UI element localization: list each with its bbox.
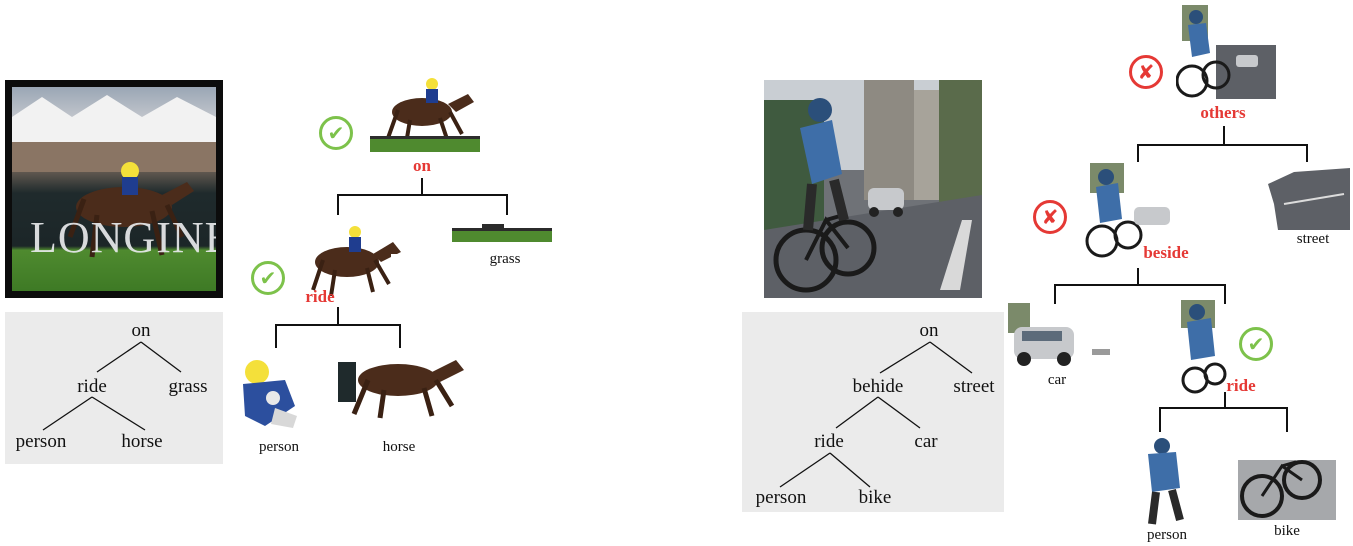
right-hier-car-label: car — [1047, 372, 1067, 388]
right-tree-root: on — [919, 320, 939, 341]
left-tree-root: on — [131, 320, 151, 341]
left-hier-root-relation: on — [413, 156, 431, 175]
crop-bike — [1238, 440, 1336, 520]
left-tree-panel — [5, 312, 223, 464]
left-tree-mid: ride — [77, 376, 107, 397]
right-tree-leaf-person: person — [755, 487, 807, 508]
left-hier-grass-label: grass — [489, 251, 521, 267]
cyclist-street-photo — [764, 80, 982, 298]
horse-race-photo: LONGINES — [5, 80, 223, 298]
left-tree-leaf-person: person — [15, 431, 67, 452]
right-hier-top-relation: others — [1200, 103, 1246, 122]
right-tree-leaf-bike: bike — [858, 487, 892, 508]
right-hier-street-label: street — [1296, 231, 1330, 247]
crop-cyclist-street-others — [1175, 5, 1276, 99]
left-tree-leaf-horse: horse — [121, 431, 163, 452]
crop-horse — [332, 346, 468, 420]
right-tree-right: street — [953, 376, 995, 397]
crop-person-riding-bike — [1181, 300, 1227, 396]
right-top-cross-icon: ✘ — [1129, 55, 1163, 89]
left-tree-right: grass — [168, 376, 208, 397]
left-hier-mid-relation: ride — [305, 287, 335, 306]
right-tree-low: ride — [814, 431, 844, 452]
right-tree-panel — [742, 312, 1004, 512]
crop-jockey-person — [235, 356, 307, 434]
right-hier-low-relation: ride — [1226, 376, 1256, 395]
left-mid-check-icon: ✔ — [251, 261, 285, 295]
crop-person-riding-horse — [293, 220, 405, 298]
crop-street — [1264, 164, 1350, 230]
right-low-check-icon: ✔ — [1239, 327, 1273, 361]
right-hier-person-label: person — [1147, 527, 1187, 543]
crop-cyclist-beside-car — [1084, 163, 1176, 259]
longines-banner-text: LONGINES — [30, 213, 216, 262]
crop-horse-on-grass — [370, 72, 480, 154]
left-hier-horse-label: horse — [382, 439, 416, 455]
crop-cyclist-person — [1140, 436, 1192, 526]
crop-car — [1006, 303, 1110, 369]
right-tree-mid: behide — [852, 376, 904, 397]
crop-grass — [452, 224, 552, 244]
right-hier-mid-relation: beside — [1143, 243, 1189, 262]
right-mid-cross-icon: ✘ — [1033, 200, 1067, 234]
right-hier-bike-label: bike — [1274, 523, 1300, 539]
left-hier-person-label: person — [259, 439, 299, 455]
left-root-check-icon: ✔ — [319, 116, 353, 150]
right-tree-mid-right: car — [914, 431, 938, 452]
